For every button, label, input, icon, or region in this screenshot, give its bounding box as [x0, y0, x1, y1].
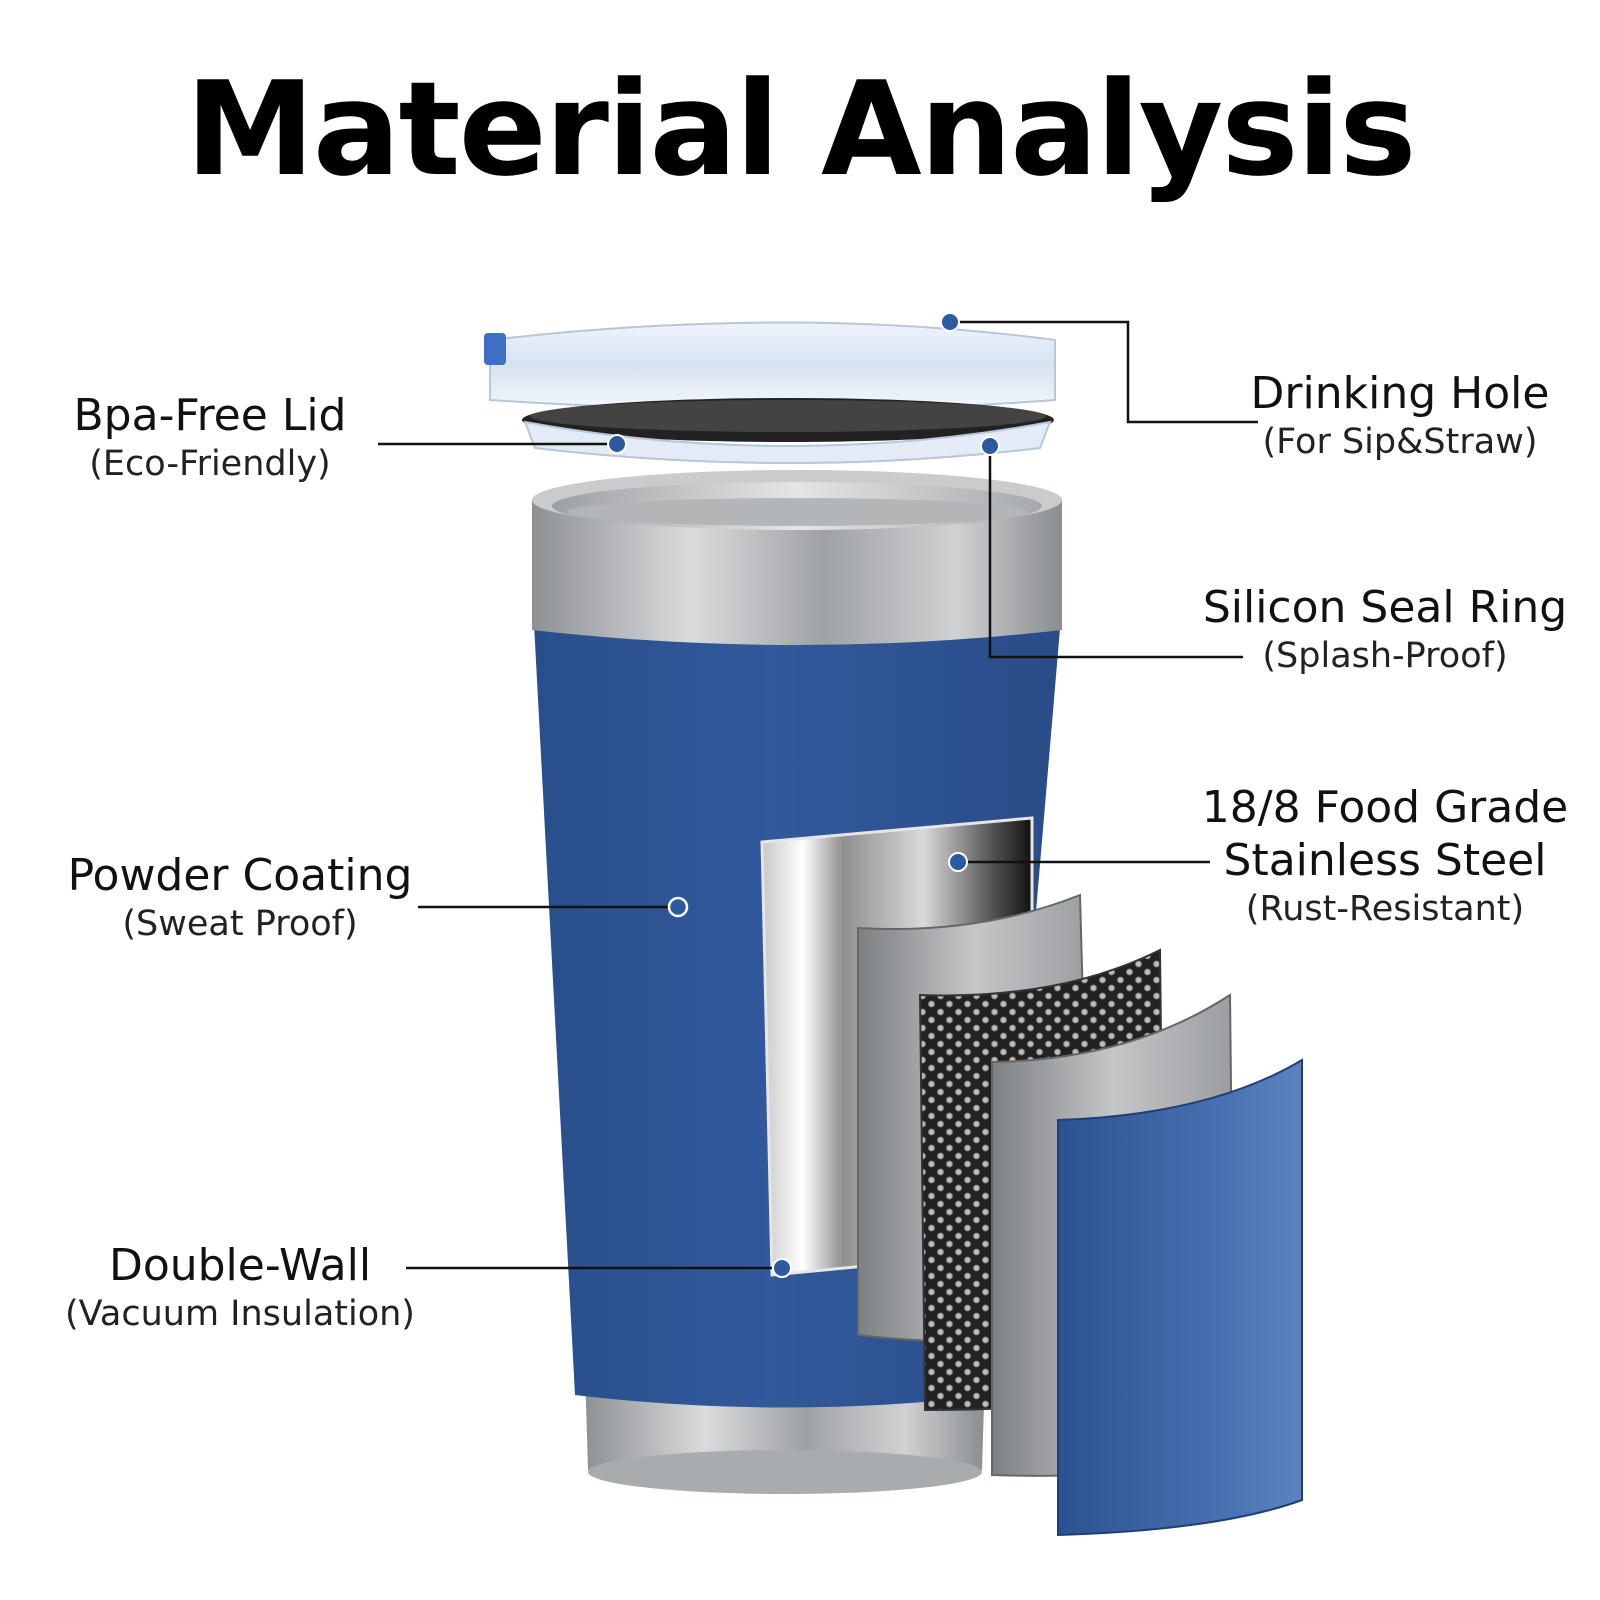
- label-drinking-hole-sub: (For Sip&Straw): [1262, 421, 1538, 462]
- label-steel-main-2: Stainless Steel: [1223, 834, 1547, 886]
- label-seal-ring: Silicon Seal Ring (Splash-Proof): [1195, 582, 1575, 677]
- label-double-wall-sub: (Vacuum Insulation): [65, 1293, 415, 1334]
- label-powder-main: Powder Coating: [67, 850, 413, 901]
- marker-lid: [607, 434, 627, 454]
- label-steel-sub: (Rust-Resistant): [1245, 888, 1525, 929]
- marker-drinking-hole: [940, 312, 960, 332]
- label-steel: 18/8 Food Grade Stainless Steel (Rust-Re…: [1195, 782, 1575, 930]
- label-lid-sub: (Eco-Friendly): [89, 443, 331, 484]
- label-lid: Bpa-Free Lid (Eco-Friendly): [60, 390, 360, 485]
- label-double-wall-main: Double-Wall: [108, 1240, 372, 1291]
- label-powder-sub: (Sweat Proof): [122, 903, 358, 944]
- label-steel-main-1: 18/8 Food Grade: [1201, 782, 1569, 833]
- label-double-wall: Double-Wall (Vacuum Insulation): [55, 1240, 425, 1335]
- page-title: Material Analysis: [185, 53, 1416, 205]
- leader-lines: [378, 320, 1258, 1270]
- label-seal-ring-sub: (Splash-Proof): [1262, 635, 1508, 676]
- lid-illustration: [484, 321, 1056, 464]
- label-drinking-hole: Drinking Hole (For Sip&Straw): [1245, 368, 1555, 463]
- marker-steel: [948, 852, 968, 872]
- tumbler-rim: [532, 470, 1062, 645]
- marker-seal-ring: [980, 436, 1000, 456]
- marker-double-wall: [772, 1258, 792, 1278]
- label-lid-main: Bpa-Free Lid: [73, 390, 347, 441]
- marker-dots: [607, 312, 1000, 1278]
- label-seal-ring-main: Silicon Seal Ring: [1202, 582, 1568, 633]
- marker-powder: [667, 896, 689, 918]
- label-drinking-hole-main: Drinking Hole: [1250, 368, 1550, 419]
- label-powder: Powder Coating (Sweat Proof): [60, 850, 420, 945]
- layer-blue-coating: [1057, 1058, 1303, 1537]
